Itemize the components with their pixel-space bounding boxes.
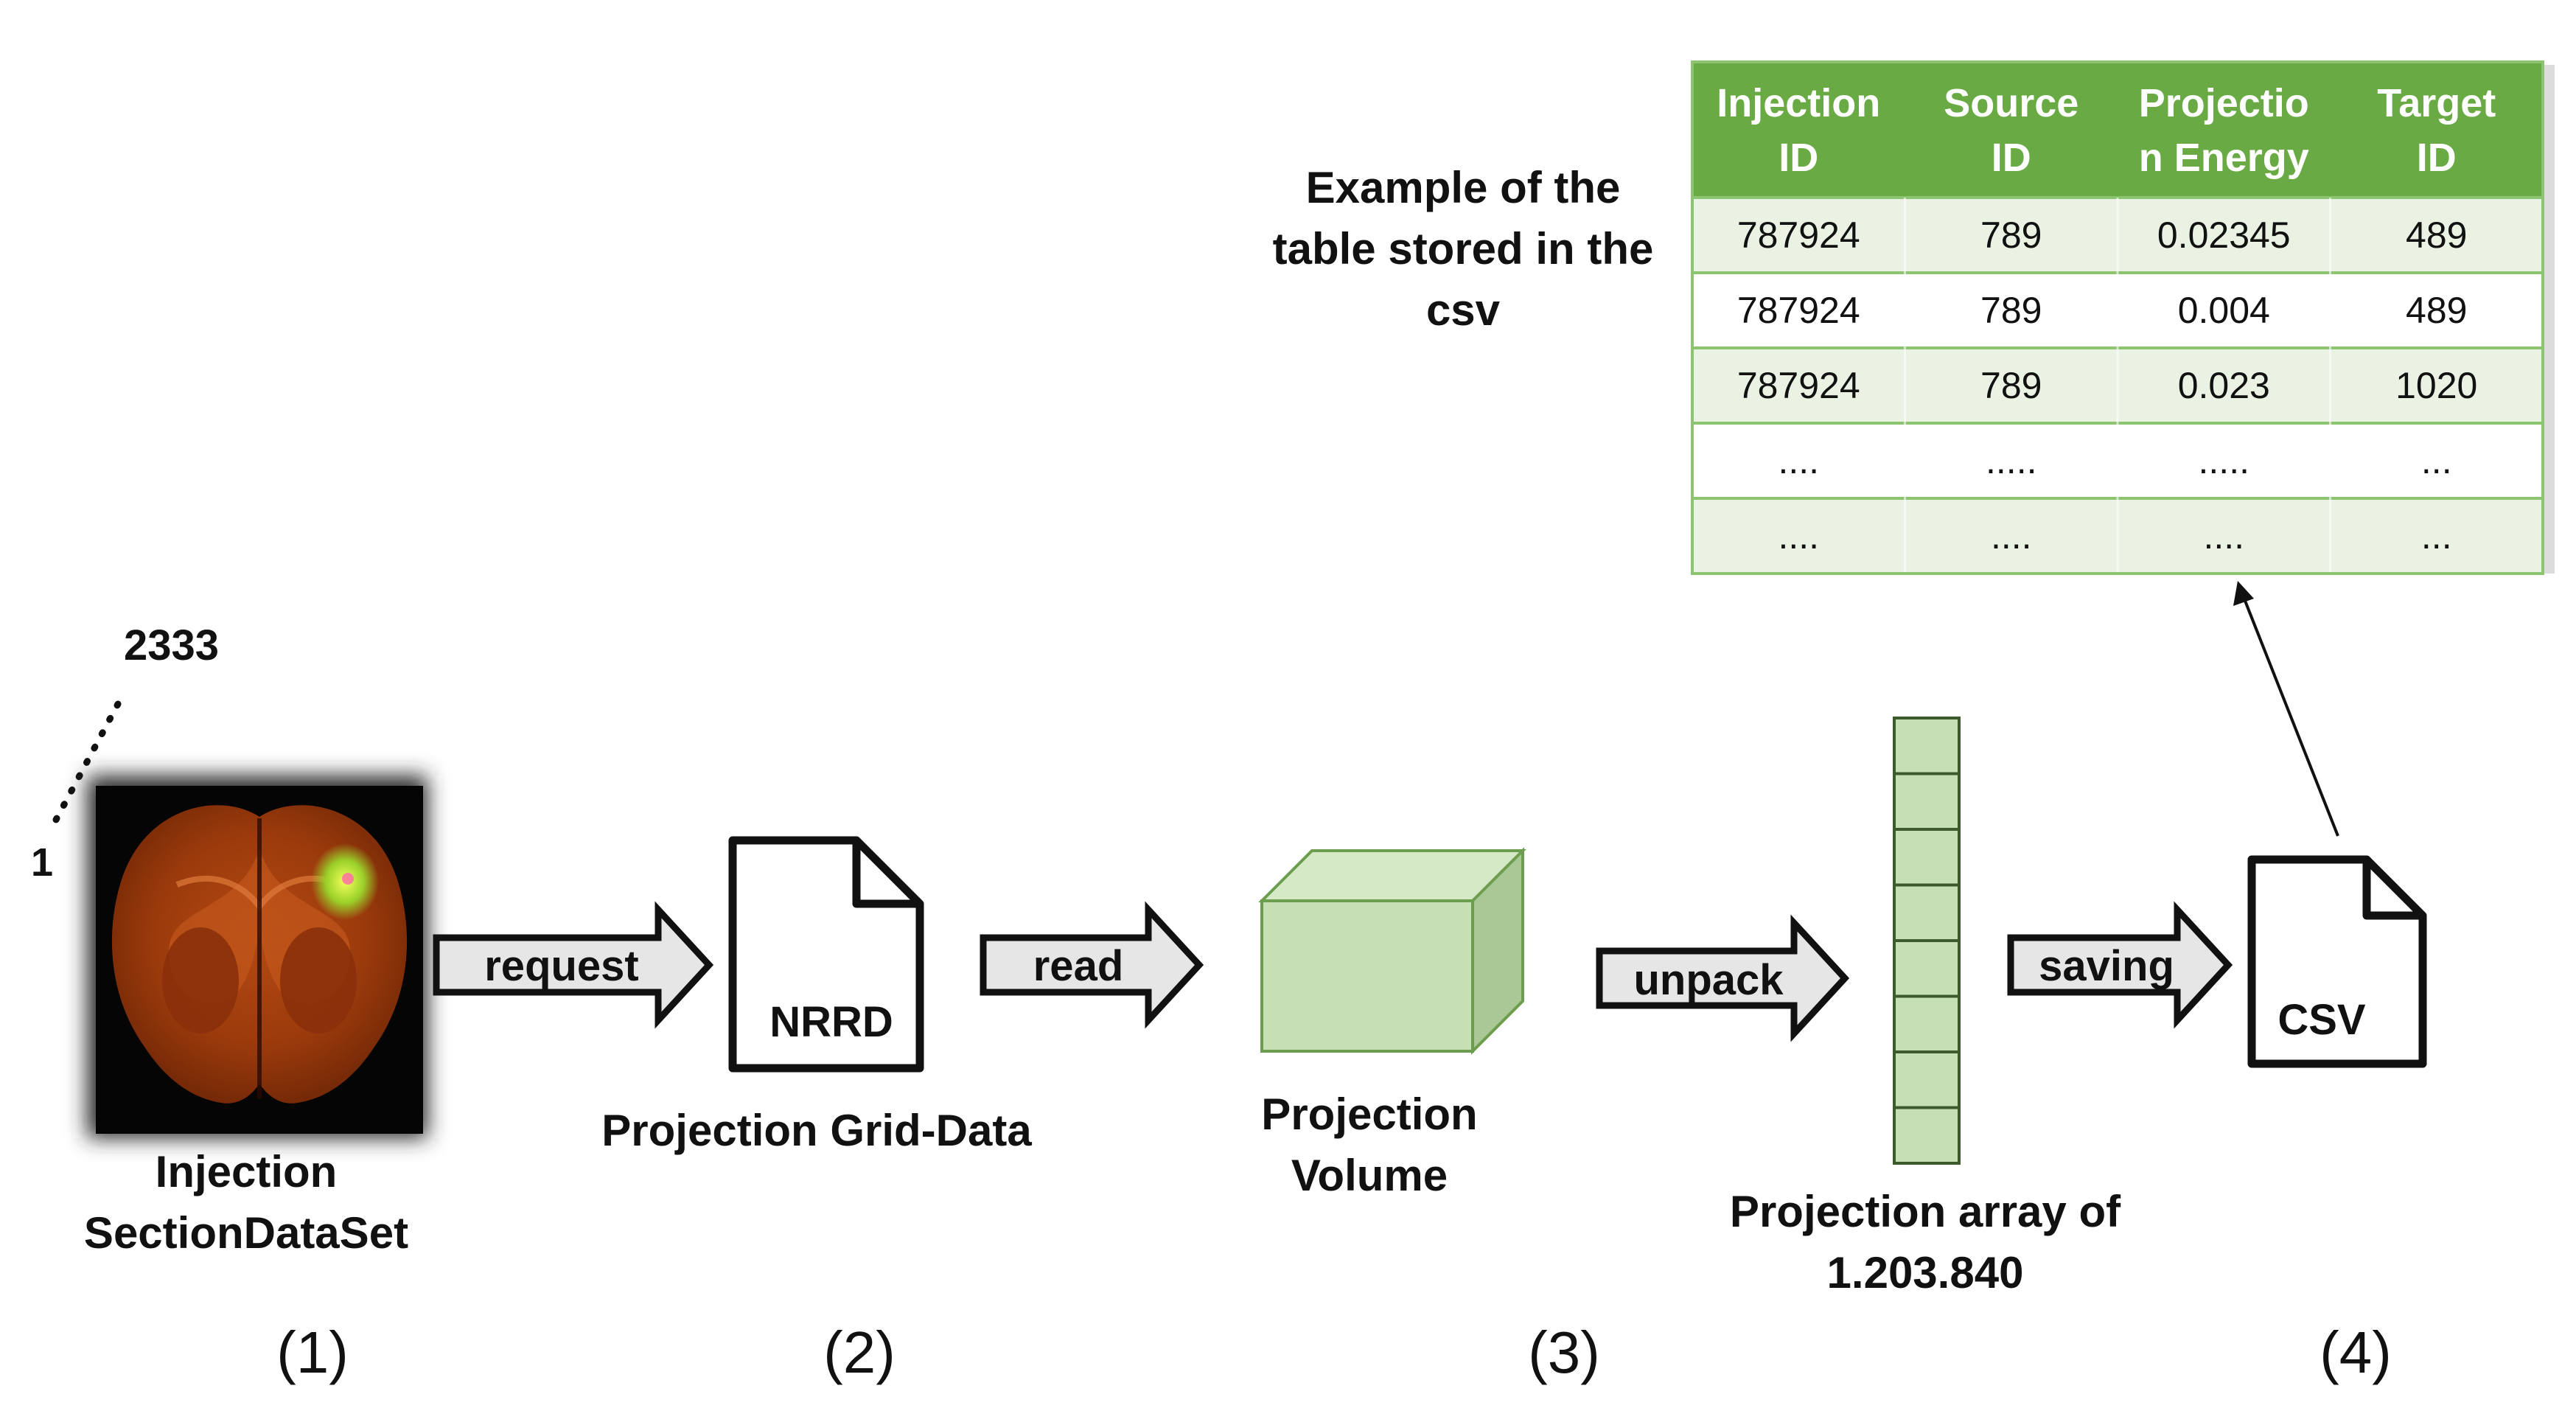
table-cell: ..... [2199, 440, 2249, 481]
array-cell [1893, 939, 1961, 998]
saving-arrow: saving [2007, 901, 2233, 1029]
table-header-cell: ID [2417, 136, 2457, 180]
table-header-cell: ID [1992, 136, 2031, 180]
axis-left-label: 1 [31, 840, 53, 885]
table-cell: 489 [2406, 290, 2467, 331]
table-cell: 489 [2406, 215, 2467, 256]
csv-to-table-pointer [2233, 581, 2339, 837]
table-header-cell: Injection [1717, 81, 1880, 125]
cube-volume-icon [1258, 847, 1526, 1055]
caption-line-3: csv [1426, 285, 1501, 335]
projection-array: Projection array of 1.203.840 [1730, 717, 2121, 1297]
step-1-label-line-1: Injection [156, 1147, 338, 1196]
array-cell [1893, 994, 1961, 1053]
table-cell: ..... [1986, 440, 2036, 481]
cube-front-face [1260, 899, 1474, 1053]
request-arrow-shape [433, 901, 714, 1029]
table-cell: .... [1778, 440, 1819, 481]
array-cell [1893, 1050, 1961, 1109]
table-cell: 787924 [1737, 290, 1860, 331]
table-header-cell: ID [1779, 136, 1818, 180]
read-arrow-shape [980, 901, 1204, 1029]
unpack-arrow-shape [1596, 914, 1850, 1042]
table-cell: 789 [1980, 215, 2042, 256]
saving-arrow-shape [2007, 901, 2233, 1029]
brain-section-image-icon [87, 776, 427, 1138]
array-cell [1893, 772, 1961, 831]
unpack-arrow: unpack [1596, 914, 1850, 1042]
table-cell: 0.004 [2178, 290, 2270, 331]
table-cell: .... [2203, 515, 2244, 557]
csv-document-icon [2247, 855, 2427, 1068]
step-1-injection-section: 2333 1 [31, 621, 427, 1385]
table-cell: 789 [1980, 290, 2042, 331]
csv-label: CSV [2277, 996, 2366, 1044]
step-1-number: (1) [276, 1320, 349, 1385]
step-4-number: (4) [2320, 1320, 2392, 1385]
table-border [1691, 60, 2544, 575]
array-cell [1893, 1106, 1961, 1165]
pointer-arrowhead-icon [2233, 581, 2254, 606]
array-cell [1893, 828, 1961, 887]
table-cell: 0.02345 [2157, 215, 2291, 256]
table-cell: ... [2421, 440, 2452, 481]
nrrd-label: NRRD [769, 998, 893, 1046]
table-cell: 787924 [1737, 365, 1860, 406]
array-cell [1893, 717, 1961, 776]
step-2-number: (2) [823, 1320, 896, 1385]
table-cell: .... [1991, 515, 2032, 557]
step-3-number: (3) [1528, 1320, 1600, 1385]
request-arrow: request [433, 901, 714, 1029]
table-header-cell: n Energy [2139, 136, 2309, 180]
array-cells [1893, 717, 1961, 1165]
step-3-label-line-2: Volume [1291, 1151, 1448, 1200]
table-cell: 0.023 [2178, 365, 2270, 406]
caption-line-1: Example of the [1306, 163, 1621, 212]
table-cell: 789 [1980, 365, 2042, 406]
array-cell [1893, 883, 1961, 942]
nrrd-document-icon [728, 836, 924, 1073]
step-3-projection-volume: Projection Volume (3) [1258, 847, 1600, 1385]
table-cell: .... [1778, 515, 1819, 557]
array-label-line-2: 1.203.840 [1827, 1248, 2024, 1297]
unpack-arrow-label: unpack [1633, 956, 1784, 1004]
table-cell: 1020 [2395, 365, 2477, 406]
table-caption: Example of the table stored in the csv [1273, 163, 1654, 335]
pointer-line [2242, 596, 2339, 837]
table-cell: ... [2421, 515, 2452, 557]
caption-line-2: table stored in the [1273, 224, 1654, 273]
table-header-cell: Source [1944, 81, 2078, 125]
step-2-projection-grid-data: NRRD Projection Grid-Data (2) [601, 836, 1032, 1385]
read-arrow: read [980, 901, 1204, 1029]
saving-arrow-label: saving [2039, 942, 2174, 990]
read-arrow-label: read [1033, 942, 1124, 990]
dotted-axis-line [52, 700, 122, 823]
array-label-line-1: Projection array of [1730, 1187, 2121, 1236]
step-4-csv: CSV (4) [2247, 855, 2427, 1385]
table-header-cell: Projectio [2139, 81, 2309, 125]
step-1-label-line-2: SectionDataSet [84, 1208, 408, 1258]
request-arrow-label: request [484, 942, 639, 990]
table-header-row [1692, 62, 2543, 198]
table-header-cell: Target [2377, 81, 2496, 125]
table-cell: 787924 [1737, 215, 1860, 256]
step-2-label: Projection Grid-Data [601, 1106, 1032, 1155]
step-3-label-line-1: Projection [1261, 1090, 1477, 1139]
axis-top-label: 2333 [124, 621, 219, 669]
